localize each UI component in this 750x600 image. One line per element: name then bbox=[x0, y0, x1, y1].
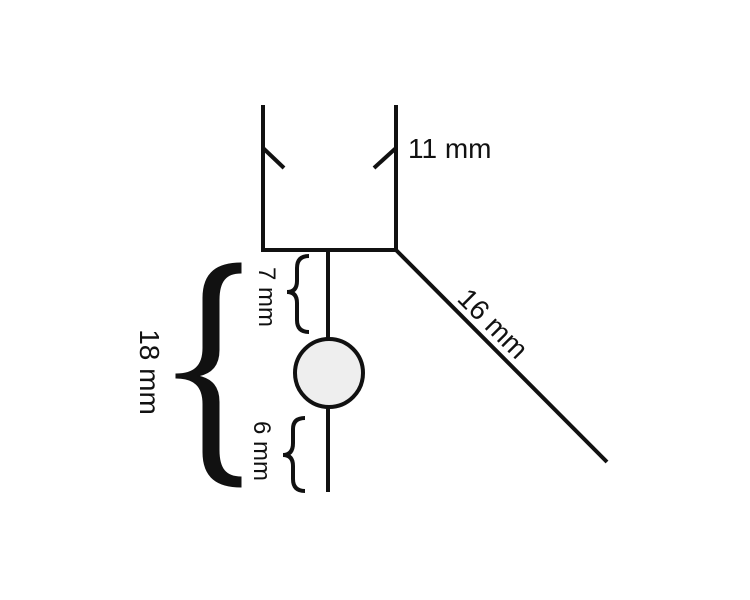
label-18mm: 18 mm bbox=[134, 329, 165, 415]
bead-circle bbox=[293, 337, 365, 409]
label-16mm: 16 mm bbox=[452, 282, 534, 364]
left-barb-line bbox=[261, 146, 286, 170]
upper-small-brace bbox=[286, 254, 310, 334]
label-7mm: 7 mm bbox=[253, 267, 280, 327]
large-brace bbox=[175, 262, 242, 488]
lower-small-brace bbox=[282, 416, 306, 493]
right-barb-line bbox=[372, 146, 398, 170]
label-11mm: 11 mm bbox=[408, 133, 492, 164]
diagonal-line bbox=[394, 248, 609, 464]
label-6mm: 6 mm bbox=[248, 421, 275, 481]
